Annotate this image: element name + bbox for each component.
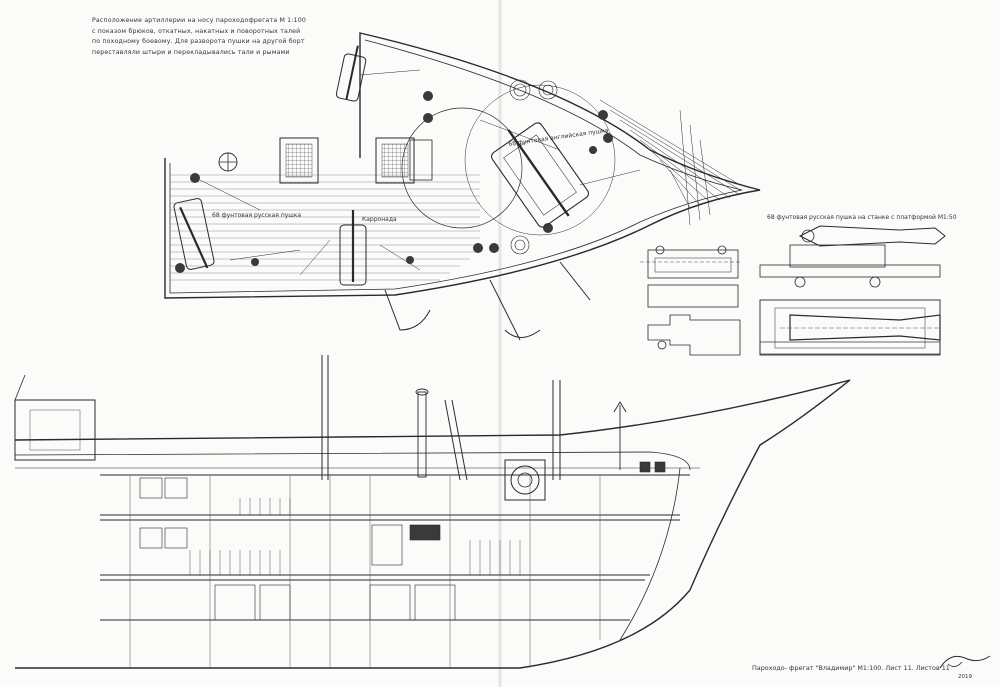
gun-detail-drawings — [640, 225, 946, 356]
note-line-4: переставляли штыри и перекладывались тал… — [92, 48, 290, 56]
cabin-panels — [139, 461, 666, 621]
deck-gun-midship — [339, 210, 367, 286]
rope-coils — [509, 79, 558, 255]
hatch-gratings — [279, 137, 433, 184]
description-note: Расположение артиллерии на носу пароходо… — [92, 16, 342, 58]
rail-hatching — [189, 498, 521, 575]
signature-year: 2019 — [958, 674, 972, 680]
gun-platform-view — [759, 225, 946, 356]
note-line-2: с показом брюков, откатных, накатных и п… — [92, 27, 301, 35]
longitudinal-section — [14, 355, 851, 669]
signature-scribble — [939, 655, 991, 669]
note-line-1: Расположение артиллерии на носу пароходо… — [92, 17, 307, 24]
title-block: Пароходо- фрегат "Владимир" М1:100. Лист… — [752, 664, 950, 672]
deck-gun-upper — [335, 45, 367, 102]
label-caronade: Карронада — [362, 216, 397, 223]
funnel — [415, 388, 627, 478]
note-line-3: по походному боевому. Для разворота пушк… — [92, 38, 305, 46]
page-fold — [498, 0, 502, 687]
tackle-lines — [199, 69, 641, 276]
deck-gun-english — [491, 122, 589, 228]
label-68-russian-gun: 68 фунтовая русская пушка — [212, 212, 302, 219]
ring-bolts — [175, 91, 613, 273]
deck-lines — [100, 474, 690, 621]
gun-front-view — [640, 245, 741, 356]
frames — [129, 475, 601, 668]
paddle-wheel — [504, 459, 546, 501]
deck-planking — [170, 174, 480, 281]
deck-plan — [164, 32, 761, 341]
label-gun-on-platform: 68 фунтовая русская пушка на станке с пл… — [767, 214, 957, 221]
deck-gun-port-rear — [173, 198, 215, 270]
anchor — [384, 261, 591, 341]
bow-planking — [599, 99, 741, 226]
masts — [321, 355, 561, 481]
